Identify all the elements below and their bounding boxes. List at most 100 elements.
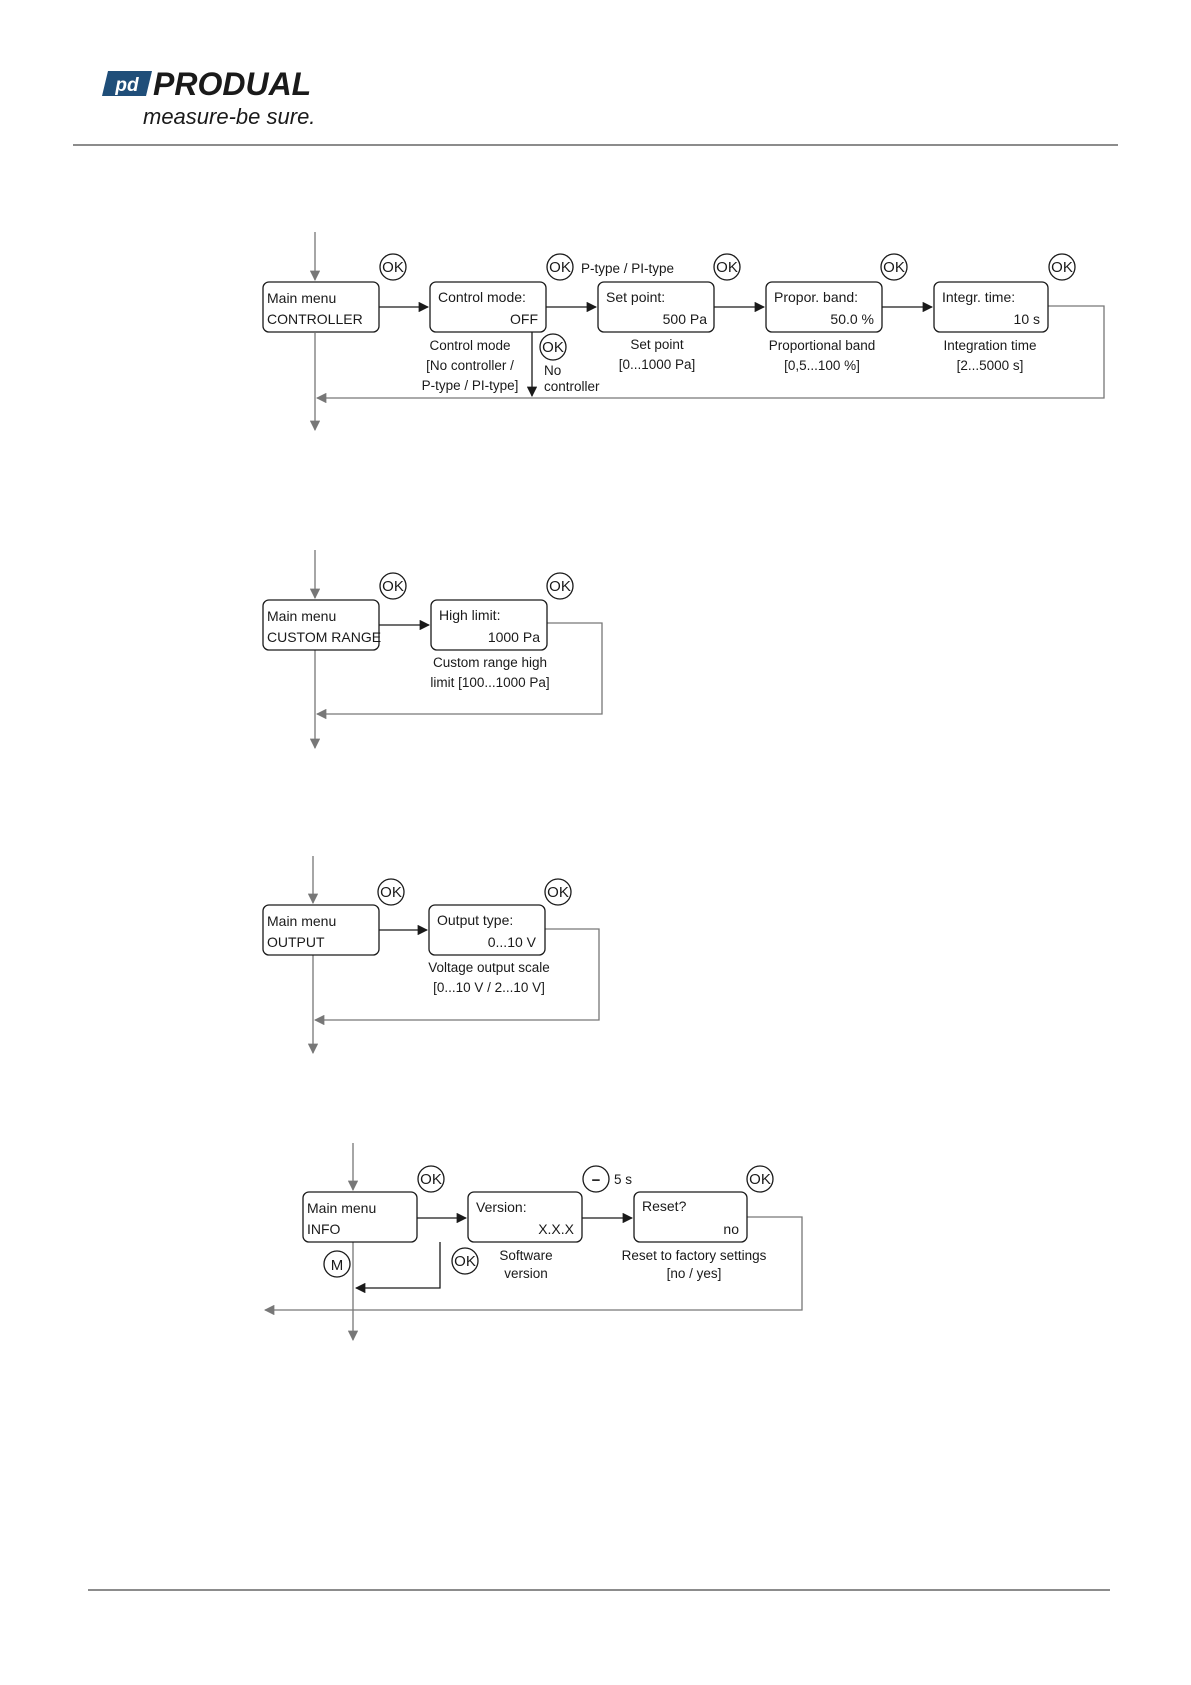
ok-button-icon: OK	[379, 253, 407, 281]
svg-text:OK: OK	[382, 259, 404, 276]
box-line1: High limit:	[439, 607, 500, 623]
high-limit-box[interactable]: High limit: 1000 Pa	[430, 599, 548, 651]
hold-duration-label: 5 s	[614, 1172, 632, 1187]
svg-text:OK: OK	[716, 259, 738, 276]
lcd-frame	[467, 1191, 583, 1243]
lcd-frame	[633, 1191, 748, 1243]
lcd-frame	[302, 1191, 418, 1243]
custom-range-section: Main menu CUSTOM RANGE High limit: 1000 …	[262, 550, 603, 750]
version-back-arrow	[354, 1242, 441, 1294]
output-type-box[interactable]: Output type: 0...10 V	[428, 904, 546, 956]
svg-text:OK: OK	[420, 1171, 442, 1188]
svg-text:OK: OK	[549, 259, 571, 276]
ok-button-icon: OK	[746, 1165, 774, 1193]
minus-button-icon: −	[582, 1165, 610, 1193]
box-value: OFF	[510, 311, 538, 327]
brand-tagline: measure-be sure.	[143, 104, 315, 129]
box-value: 10 s	[1014, 311, 1040, 327]
box-line1: Propor. band:	[774, 289, 858, 305]
version-box[interactable]: Version: X.X.X	[467, 1191, 583, 1243]
box-line1: Main menu	[267, 290, 336, 306]
ok-button-icon: OK	[379, 572, 407, 600]
integr-caption-1: Integration time	[943, 338, 1036, 353]
box-line1: Output type:	[437, 912, 513, 928]
integr-caption-2: [2...5000 s]	[957, 358, 1024, 373]
branch-label: P-type / PI-type	[581, 261, 674, 276]
box-value: X.X.X	[538, 1221, 574, 1237]
ok-button-icon: OK	[713, 253, 741, 281]
box-line1: Version:	[476, 1199, 527, 1215]
box-line2: CUSTOM RANGE	[267, 629, 381, 645]
ok-button-icon: OK	[377, 878, 405, 906]
produal-logo: pd PRODUAL measure-be sure.	[102, 66, 315, 129]
svg-text:OK: OK	[542, 339, 564, 356]
ok-button-icon: OK	[417, 1165, 445, 1193]
box-value: 500 Pa	[663, 311, 708, 327]
reset-caption-2: [no / yes]	[667, 1266, 722, 1281]
info-main-box[interactable]: Main menu INFO	[302, 1191, 418, 1243]
box-value: 50.0 %	[830, 311, 874, 327]
propband-caption-2: [0,5...100 %]	[784, 358, 860, 373]
box-value: 1000 Pa	[488, 629, 540, 645]
lcd-frame	[428, 904, 546, 956]
info-section: Main menu INFO Version: X.X.X Reset? no …	[263, 1143, 803, 1342]
ok-button-icon: OK	[451, 1247, 479, 1275]
box-line1: Control mode:	[438, 289, 526, 305]
box-line2: INFO	[307, 1221, 341, 1237]
control-mode-caption-2: [No controller /	[426, 358, 514, 373]
controller-main-box[interactable]: Main menu CONTROLLER	[262, 281, 380, 333]
ok-button-icon: OK	[1048, 253, 1076, 281]
lcd-frame	[430, 599, 548, 651]
reset-box[interactable]: Reset? no	[633, 1191, 748, 1243]
controller-section: Main menu CONTROLLER Control mode: OFF S…	[262, 232, 1105, 432]
svg-text:M: M	[331, 1257, 344, 1274]
propband-caption-1: Proportional band	[769, 338, 876, 353]
pd-mark-icon: pd	[102, 71, 152, 96]
svg-text:OK: OK	[883, 259, 905, 276]
control-mode-box[interactable]: Control mode: OFF	[429, 281, 547, 333]
box-line1: Integr. time:	[942, 289, 1015, 305]
controller-return-arrow	[315, 305, 1105, 404]
svg-text:OK: OK	[749, 1171, 771, 1188]
output-main-box[interactable]: Main menu OUTPUT	[262, 904, 380, 956]
output-type-caption-2: [0...10 V / 2...10 V]	[433, 980, 545, 995]
ok-button-icon: OK	[544, 878, 572, 906]
svg-text:OK: OK	[549, 578, 571, 595]
output-type-caption-1: Voltage output scale	[428, 960, 550, 975]
setpoint-caption-1: Set point	[630, 337, 684, 352]
custom-range-main-box[interactable]: Main menu CUSTOM RANGE	[262, 599, 381, 651]
box-line1: Main menu	[307, 1200, 376, 1216]
info-return-arrow	[263, 1216, 803, 1316]
ok-button-icon: OK	[546, 253, 574, 281]
ok-button-icon: OK	[546, 572, 574, 600]
high-limit-caption-1: Custom range high	[433, 655, 547, 670]
no-controller-label-2: controller	[544, 379, 600, 394]
box-line2: OUTPUT	[267, 934, 325, 950]
control-mode-caption-1: Control mode	[429, 338, 510, 353]
box-line1: Main menu	[267, 913, 336, 929]
propband-box[interactable]: Propor. band: 50.0 %	[765, 281, 883, 333]
box-line1: Main menu	[267, 608, 336, 624]
high-limit-caption-2: limit [100...1000 Pa]	[430, 675, 549, 690]
box-line1: Set point:	[606, 289, 665, 305]
control-mode-caption-3: P-type / PI-type]	[422, 378, 519, 393]
version-caption-2: version	[504, 1266, 548, 1281]
setpoint-caption-2: [0...1000 Pa]	[619, 357, 696, 372]
integr-time-box[interactable]: Integr. time: 10 s	[933, 281, 1049, 333]
custom-range-return-arrow	[315, 622, 603, 720]
reset-caption-1: Reset to factory settings	[622, 1248, 767, 1263]
lcd-frame	[933, 281, 1049, 333]
svg-text:OK: OK	[380, 884, 402, 901]
ok-button-icon: OK	[880, 253, 908, 281]
svg-text:pd: pd	[114, 75, 139, 96]
ok-button-icon: OK	[539, 333, 567, 361]
box-value: 0...10 V	[488, 934, 537, 950]
svg-text:OK: OK	[382, 578, 404, 595]
svg-text:OK: OK	[454, 1253, 476, 1270]
brand-name: PRODUAL	[153, 66, 311, 102]
setpoint-box[interactable]: Set point: 500 Pa	[597, 281, 715, 333]
svg-text:OK: OK	[1051, 259, 1073, 276]
output-return-arrow	[313, 928, 600, 1026]
svg-text:OK: OK	[547, 884, 569, 901]
